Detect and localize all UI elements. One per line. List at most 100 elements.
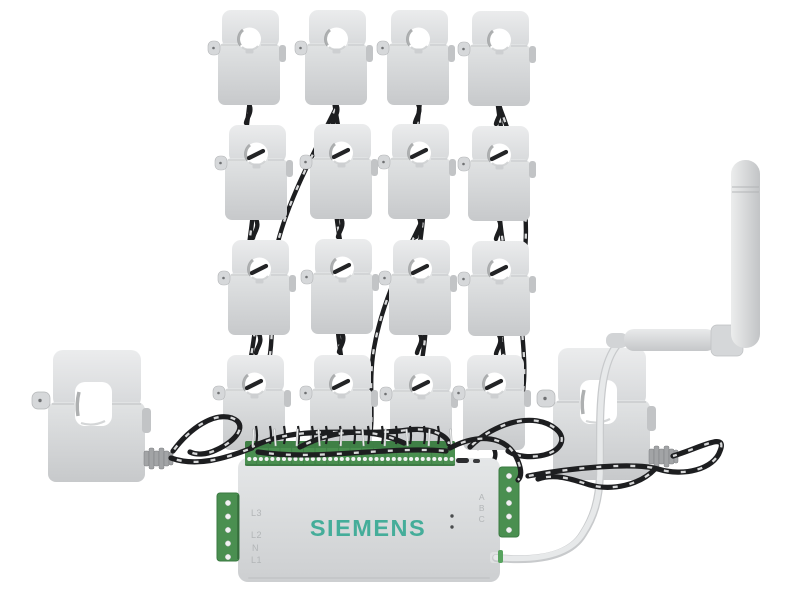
- antenna-cable: [490, 340, 622, 564]
- terminal-screw: [270, 456, 275, 462]
- siemens-logo: SIEMENS: [310, 515, 426, 541]
- terminal-screw: [443, 456, 448, 462]
- wire-drop: [352, 425, 357, 445]
- status-leds: [450, 514, 454, 529]
- phase-terminal-block: [216, 492, 240, 562]
- terminal-screw: [281, 456, 287, 462]
- terminal-strip-screws: [247, 456, 454, 462]
- cable-marker-band: [498, 550, 503, 563]
- terminal-screw: [264, 456, 269, 462]
- terminal-screw: [328, 456, 333, 462]
- line-shape: [331, 378, 351, 391]
- terminal-screw: [225, 554, 231, 560]
- bottom-wire-harness: [168, 414, 452, 465]
- terminal-screw: [339, 456, 344, 462]
- terminal-screw: [409, 456, 414, 462]
- terminal-screw: [426, 456, 431, 462]
- terminal-screw: [420, 456, 425, 462]
- status-led: [450, 514, 454, 518]
- terminal-pin: [383, 428, 387, 447]
- terminal-pin: [317, 428, 321, 447]
- path-shape: [297, 429, 407, 450]
- phase-terminal-screws: [225, 500, 231, 560]
- terminal-screw: [391, 456, 396, 462]
- terminal-screw: [225, 527, 231, 533]
- wire-twist-highlight: [469, 419, 563, 458]
- terminal-label-l3: L3: [251, 508, 262, 518]
- terminal-screw: [506, 527, 512, 533]
- terminal-screw: [316, 456, 321, 462]
- line-shape: [411, 379, 431, 392]
- terminal-screw: [449, 456, 454, 462]
- line-shape: [484, 378, 504, 391]
- terminal-pin: [273, 428, 277, 447]
- line-shape: [409, 147, 429, 160]
- path-shape: [249, 426, 452, 450]
- path-shape: [447, 436, 524, 483]
- terminal-screw: [225, 513, 231, 520]
- gateway-enclosure: [238, 458, 500, 582]
- terminal-screw: [253, 456, 258, 462]
- wire-drop: [254, 425, 259, 445]
- line-shape: [246, 148, 266, 161]
- terminal-label-n: N: [252, 543, 259, 553]
- terminal-screw: [247, 456, 252, 462]
- rect-shape: [456, 458, 469, 463]
- terminal-pin: [405, 428, 409, 447]
- terminal-screw: [333, 456, 339, 462]
- path-shape: [535, 466, 658, 490]
- antenna-whip: [731, 160, 760, 348]
- connector-slot: [456, 458, 480, 463]
- terminal-screw: [322, 456, 327, 462]
- status-led: [450, 525, 454, 529]
- terminal-screw: [385, 456, 391, 462]
- terminal-label-a: A: [479, 492, 485, 502]
- terminal-screw: [397, 456, 402, 462]
- voltage-terminal-labels: L3 L2 N L1: [251, 508, 262, 565]
- comm-terminal-screws: [506, 473, 512, 533]
- terminal-screw: [276, 456, 281, 462]
- terminal-screw: [506, 513, 512, 520]
- path-shape: [493, 341, 621, 562]
- terminal-screw: [345, 456, 350, 462]
- terminal-screw: [432, 456, 437, 462]
- terminal-screw: [506, 500, 512, 506]
- terminal-screw: [437, 456, 443, 462]
- terminal-label-l1: L1: [251, 555, 262, 565]
- comm-terminal-labels: A B C: [479, 492, 485, 524]
- terminal-pin: [427, 428, 431, 447]
- antenna-arm: [624, 329, 716, 351]
- path-shape: [525, 439, 724, 479]
- antenna-cable-ferrule: [606, 333, 628, 348]
- terminal-screw: [310, 456, 315, 462]
- terminal-screw: [368, 456, 373, 462]
- terminal-pin: [295, 428, 299, 447]
- wire-drop: [394, 425, 399, 445]
- terminal-screw: [258, 456, 263, 462]
- terminal-screw: [287, 456, 292, 462]
- terminal-screw: [305, 456, 310, 462]
- terminal-screw: [357, 456, 362, 462]
- terminal-screw: [380, 456, 385, 462]
- wire-drop: [268, 425, 273, 445]
- terminal-screw-pins: [251, 428, 453, 447]
- right-wire-harness: [447, 417, 724, 490]
- wire-drop: [366, 425, 371, 445]
- terminal-pin: [251, 428, 255, 447]
- terminal-screw: [374, 456, 379, 462]
- terminal-screw: [506, 473, 512, 479]
- line-shape: [489, 149, 509, 162]
- wire-twist-highlight: [172, 415, 241, 456]
- line-shape: [410, 263, 430, 276]
- terminal-pin: [339, 428, 343, 447]
- rect-shape: [216, 492, 240, 562]
- line-shape: [489, 264, 509, 277]
- terminal-screw: [351, 456, 356, 462]
- terminal-screw: [293, 456, 298, 462]
- terminal-screw: [225, 540, 231, 547]
- terminal-screw: [225, 500, 231, 506]
- terminal-pin: [361, 428, 365, 447]
- terminal-screw: [506, 486, 512, 493]
